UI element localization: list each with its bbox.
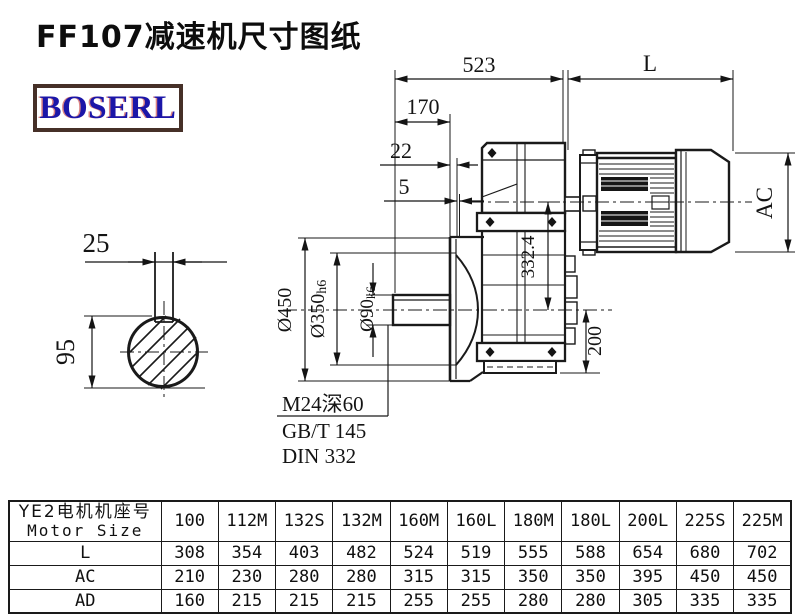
row-label: AD bbox=[8, 588, 162, 614]
motor-size-col-header: 160L bbox=[446, 500, 506, 542]
dimension-value-cell: 335 bbox=[675, 588, 735, 614]
dimension-value-cell: 680 bbox=[675, 540, 735, 566]
dim-pilot-label: Ø350h6 bbox=[307, 280, 330, 338]
dimension-value-cell: 315 bbox=[446, 564, 506, 590]
dimension-value-cell: 160 bbox=[160, 588, 219, 614]
dim-5-label: 5 bbox=[399, 174, 410, 199]
motor-size-col-header: 160M bbox=[389, 500, 448, 542]
row-label: AC bbox=[8, 564, 162, 590]
dimension-value-cell: 524 bbox=[389, 540, 448, 566]
note-tap: M24深60 bbox=[282, 392, 364, 416]
motor-size-header-cn: YE2电机机座号 bbox=[18, 501, 152, 522]
dimension-value-cell: 210 bbox=[160, 564, 219, 590]
brand-logo-text: BOSERL bbox=[39, 89, 177, 126]
dimension-value-cell: 354 bbox=[217, 540, 277, 566]
dimension-value-cell: 555 bbox=[504, 540, 563, 566]
gearbox-motor-view bbox=[391, 141, 731, 383]
dimension-value-cell: 280 bbox=[504, 588, 563, 614]
row-label: L bbox=[8, 540, 162, 566]
motor-size-col-header: 132M bbox=[332, 500, 391, 542]
dimension-value-cell: 519 bbox=[446, 540, 506, 566]
motor-size-col-header: 132S bbox=[275, 500, 334, 542]
dim-200-label: 200 bbox=[584, 326, 606, 356]
note-gb-standard: GB/T 145 bbox=[282, 419, 366, 443]
dimension-value-cell: 450 bbox=[733, 564, 792, 590]
dim-332-label: 332.4 bbox=[518, 235, 539, 278]
dim-523-label: 523 bbox=[463, 52, 496, 77]
dimension-value-cell: 654 bbox=[618, 540, 677, 566]
dim-AC-label: AC bbox=[752, 187, 777, 219]
dimension-value-cell: 255 bbox=[389, 588, 448, 614]
dimension-value-cell: 403 bbox=[275, 540, 334, 566]
thread-note: M24深60 GB/T 145 DIN 332 bbox=[277, 325, 389, 468]
motor-size-col-header: 225M bbox=[733, 500, 792, 542]
dimension-value-cell: 215 bbox=[217, 588, 277, 614]
dimension-value-cell: 230 bbox=[217, 564, 277, 590]
dim-95-label: 95 bbox=[51, 339, 80, 365]
dimension-value-cell: 315 bbox=[389, 564, 448, 590]
dimension-value-cell: 215 bbox=[332, 588, 391, 614]
dim-22-label: 22 bbox=[390, 138, 412, 163]
dimension-value-cell: 308 bbox=[160, 540, 219, 566]
dimension-value-cell: 482 bbox=[332, 540, 391, 566]
motor-size-col-header: 112M bbox=[217, 500, 277, 542]
dimension-value-cell: 588 bbox=[561, 540, 620, 566]
dimension-value-cell: 305 bbox=[618, 588, 677, 614]
note-din-standard: DIN 332 bbox=[282, 444, 356, 468]
dimension-value-cell: 395 bbox=[618, 564, 677, 590]
motor-size-col-header: 180M bbox=[504, 500, 563, 542]
dimension-value-cell: 350 bbox=[561, 564, 620, 590]
dim-flange-od-label: Ø450 bbox=[274, 288, 296, 332]
dimension-value-cell: 350 bbox=[504, 564, 563, 590]
dimension-value-cell: 280 bbox=[275, 564, 334, 590]
dim-L-label: L bbox=[643, 51, 657, 76]
dimension-labels: 523 L 170 22 5 AC 332.4 200 Ø450 Ø350h6 … bbox=[51, 51, 777, 365]
motor-size-col-header: 200L bbox=[618, 500, 677, 542]
dimension-value-cell: 255 bbox=[446, 588, 506, 614]
motor-size-col-header: 180L bbox=[561, 500, 620, 542]
dimension-value-cell: 215 bbox=[275, 588, 334, 614]
dimension-value-cell: 335 bbox=[733, 588, 792, 614]
motor-size-col-header: 225S bbox=[675, 500, 735, 542]
dimension-value-cell: 450 bbox=[675, 564, 735, 590]
dim-170-label: 170 bbox=[407, 94, 440, 119]
dim-shaft-dia-label: Ø90k6 bbox=[357, 286, 378, 332]
dimension-value-cell: 280 bbox=[561, 588, 620, 614]
shaft-section-detail bbox=[120, 252, 208, 398]
dimension-value-cell: 702 bbox=[733, 540, 792, 566]
dimension-value-cell: 280 bbox=[332, 564, 391, 590]
motor-size-header-cell: YE2电机机座号 Motor Size bbox=[8, 500, 162, 542]
dim-25-label: 25 bbox=[83, 228, 110, 258]
dimension-lines bbox=[85, 75, 792, 388]
page-title: FF107减速机尺寸图纸 bbox=[36, 20, 362, 55]
brand-logo: BOSERL bbox=[33, 84, 183, 132]
motor-size-col-header: 100 bbox=[160, 500, 219, 542]
motor-size-header-en: Motor Size bbox=[27, 521, 144, 541]
